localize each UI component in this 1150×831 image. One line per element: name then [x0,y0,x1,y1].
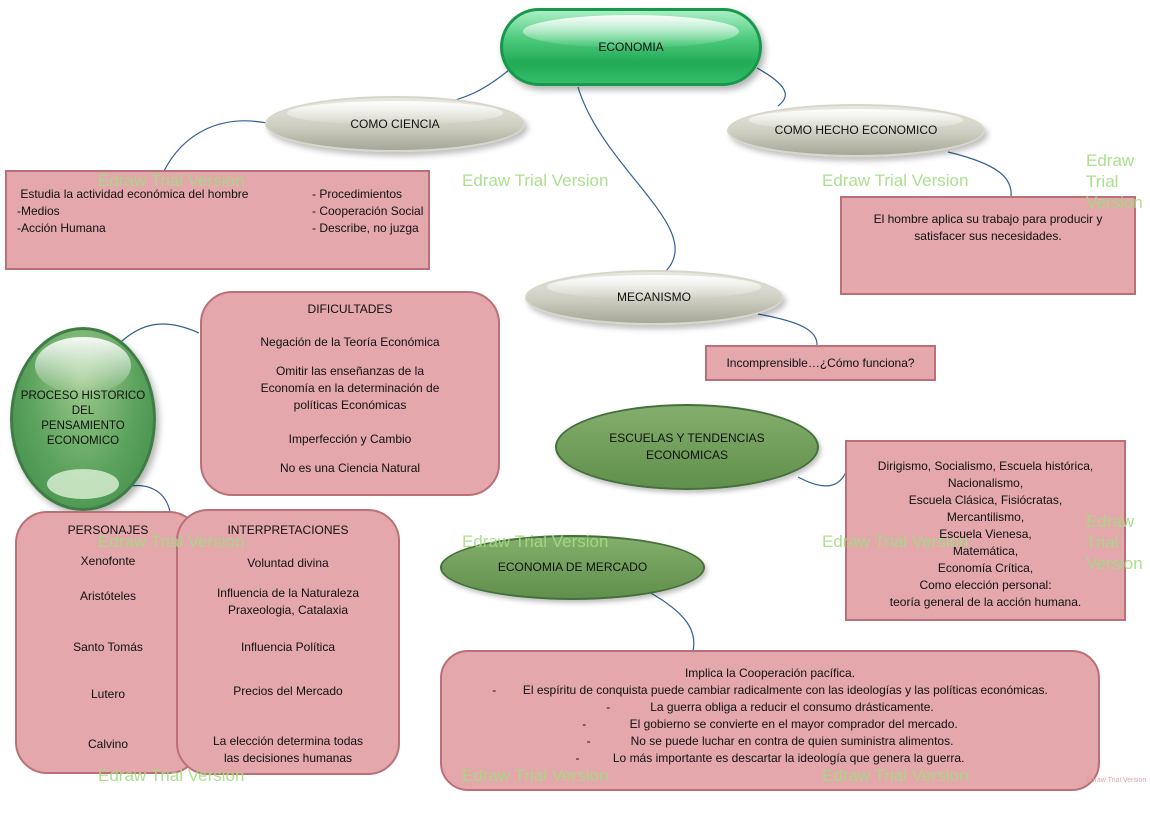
node-proceso-historico: PROCESO HISTORICO DEL PENSAMIENTO ECONOM… [10,327,156,511]
box-dificultades: DIFICULTADES Negación de la Teoría Econó… [200,291,500,496]
personajes-item: Calvino [87,737,129,751]
node-como-ciencia: COMO CIENCIA [265,96,525,152]
mercado-linea: - Lo más importante es descartar la ideo… [575,751,965,765]
connector-escuelas-detalle [797,471,847,487]
node-mecanismo-label: MECANISMO [616,290,691,304]
dificultades-item: No es una Ciencia Natural [279,461,421,475]
node-economia-label: ECONOMIA [598,39,664,54]
connector-hecho-detalle [947,151,1012,198]
dificultades-item: Negación de la Teoría Económica [260,335,440,349]
personajes-item: Xenofonte [80,554,136,568]
node-como-hecho-economico: COMO HECHO ECONOMICO [727,104,985,157]
box-incomprensible: Incomprensible…¿Cómo funciona? [705,345,936,381]
hecho-detalle-texto: El hombre aplica su trabajo para produci… [873,212,1103,243]
node-economia-mercado-label: ECONOMIA DE MERCADO [497,560,648,574]
interpretaciones-item: Influencia de la Naturaleza Praxeologia,… [216,586,360,617]
node-como-ciencia-label: COMO CIENCIA [350,116,440,131]
interpretaciones-item: Precios del Mercado [233,684,343,698]
connector-economia-ciencia [448,69,510,103]
gloss-highlight [35,337,131,395]
node-escuelas-tendencias: ESCUELAS Y TENDENCIAS ECONOMICAS [555,404,819,490]
dificultades-item: Omitir las enseñanzas de la Economía en … [260,364,440,412]
mercado-linea: - La guerra obliga a reducir el consumo … [606,700,934,714]
mercado-linea: Implica la Cooperación pacífica. [684,666,856,680]
mercado-linea: - El espíritu de conquista puede cambiar… [492,683,1048,697]
personajes-titulo: PERSONAJES [67,523,149,537]
dificultades-titulo: DIFICULTADES [307,302,393,316]
interpretaciones-titulo: INTERPRETACIONES [227,523,349,537]
interpretaciones-item: Influencia Política [240,640,336,654]
connector-mercado-detalle [648,591,695,652]
box-ciencia-detalle: Estudia la actividad económica del hombr… [5,170,430,270]
ciencia-detalle-columna-derecha: - Procedimientos - Cooperación Social - … [312,187,424,235]
escuelas-detalle-texto: Dirigismo, Socialismo, Escuela histórica… [877,459,1094,609]
interpretaciones-item: Voluntad divina [247,556,329,570]
connector-proceso-dificultades [115,323,200,348]
node-escuelas-label: ESCUELAS Y TENDENCIAS ECONOMICAS [609,431,765,462]
personajes-item: Santo Tomás [73,640,143,654]
personajes-item: Aristóteles [79,589,137,603]
gloss-bottom-highlight [46,468,120,500]
mercado-linea: - No se puede luchar en contra de quien … [586,734,954,748]
incomprensible-texto: Incomprensible…¿Cómo funciona? [726,355,915,370]
interpretaciones-item: La elección determina todas las decision… [212,734,364,765]
node-economia: ECONOMIA [500,8,762,86]
node-como-hecho-label: COMO HECHO ECONOMICO [774,123,938,137]
box-personajes: PERSONAJES Xenofonte Aristóteles Santo T… [15,511,201,774]
box-mercado-detalle: Implica la Cooperación pacífica. - El es… [440,650,1100,791]
dificultades-item: Imperfección y Cambio [288,432,412,446]
connector-ciencia-detalle [163,120,273,172]
personajes-item: Lutero [90,687,126,701]
box-interpretaciones: INTERPRETACIONES Voluntad divina Influen… [176,509,400,775]
node-economia-mercado: ECONOMIA DE MERCADO [440,535,705,600]
ciencia-detalle-columna-izquierda: Estudia la actividad económica del hombr… [17,187,249,235]
box-escuelas-detalle: Dirigismo, Socialismo, Escuela histórica… [845,440,1126,621]
box-hecho-detalle: El hombre aplica su trabajo para produci… [840,196,1136,295]
connector-economia-hecho [756,67,786,107]
node-proceso-label: PROCESO HISTORICO DEL PENSAMIENTO ECONOM… [20,390,146,447]
connector-mecanismo-detalle [757,313,818,347]
connector-economia-mecanismo [577,86,676,272]
mercado-linea: - El gobierno se convierte en el mayor c… [582,717,958,731]
node-mecanismo: MECANISMO [525,270,783,325]
